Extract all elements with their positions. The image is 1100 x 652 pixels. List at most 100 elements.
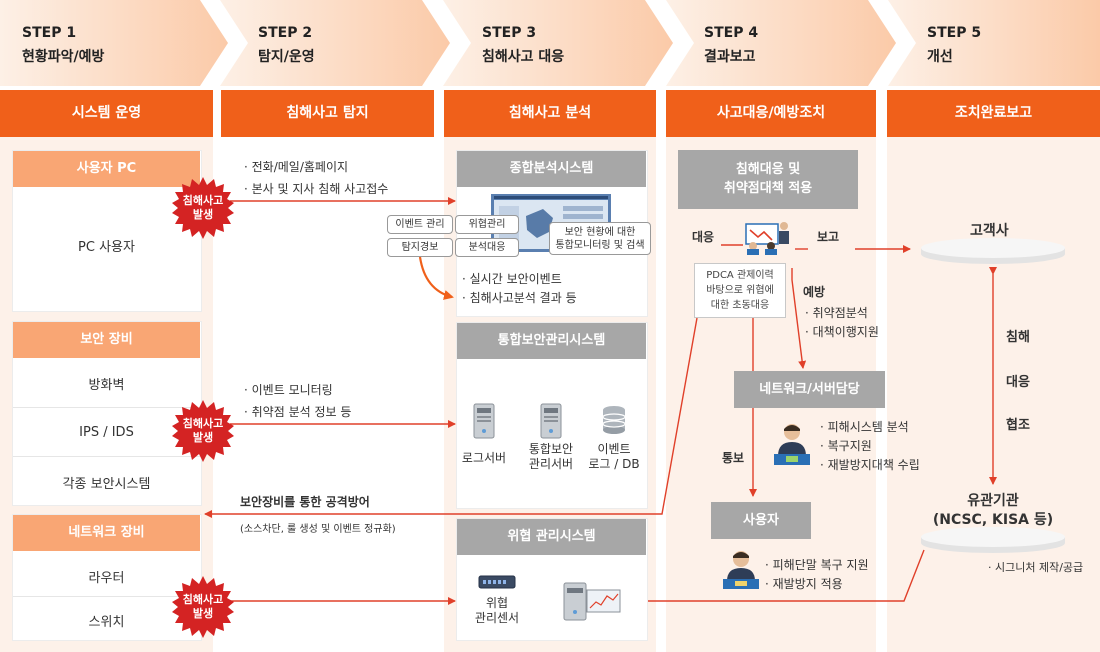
detect-item: · 전화/메일/홈페이지 (244, 160, 349, 174)
network-manager-person-icon (774, 424, 810, 465)
callout-line: 보안 현황에 대한 (564, 227, 636, 238)
label-line: 관리센서 (474, 611, 520, 625)
step-title: 개선 (927, 49, 953, 65)
analysis-bullet: · 실시간 보안이벤트 (462, 272, 562, 286)
agency-platform-icon (921, 527, 1065, 553)
pc-user-label: PC 사용자 (78, 240, 135, 255)
detect-item: · 취약점 분석 정보 등 (244, 405, 352, 419)
user-task-item: · 피해단말 복구 지원 (765, 558, 869, 572)
security-equipment-header: 보안 장비 (13, 322, 200, 358)
report-label: 보고 (817, 230, 840, 244)
step-title: 현황파악/예방 (22, 49, 105, 65)
response-measures-header: 침해대응 및 취약점대책 적용 (678, 150, 858, 209)
column-header-report: 조치완료보고 (887, 90, 1100, 137)
label-line: 위협 (485, 596, 509, 610)
step-title: 탐지/운영 (258, 49, 315, 65)
integrated-analysis-header: 종합분석시스템 (457, 151, 646, 187)
badge-line: 발생 (192, 431, 214, 444)
cooperation-label: 침해 (1006, 330, 1030, 345)
step-2-chevron (220, 0, 450, 86)
monitoring-callout: 보안 현황에 대한 통합모니터링 및 검색 (549, 222, 651, 255)
arrow-prevent (791, 268, 807, 369)
switch-label: 스위치 (88, 615, 125, 630)
arrow-curve-orange (418, 256, 454, 300)
tag-event-management: 이벤트 관리 (387, 215, 453, 234)
column-header-analysis: 침해사고 분석 (444, 90, 656, 137)
network-task-item: · 재발방지대책 수립 (820, 458, 920, 472)
note-line: PDCA 관제이력 (706, 270, 774, 281)
note-line: 대한 초동대응 (710, 300, 770, 311)
step-banner (0, 0, 1100, 86)
prevent-label: 예방 (803, 285, 826, 299)
note-line: 바탕으로 위협에 (706, 285, 774, 296)
header-line: 취약점대책 적용 (723, 181, 813, 196)
divider (13, 456, 200, 457)
tag-analysis-response: 분석대응 (455, 238, 519, 257)
step-title: 결과보고 (704, 49, 756, 65)
analysis-bullet: · 침해사고분석 결과 등 (462, 291, 577, 305)
step-number: STEP 2 (258, 25, 313, 41)
column-header-system: 시스템 운영 (0, 90, 213, 137)
arrow-signature-supply (621, 549, 925, 605)
step-2: STEP 2 탐지/운영 (236, 0, 436, 86)
badge-line: 침해사고 (182, 194, 224, 207)
log-server-icon (473, 403, 495, 439)
column-header-response: 사고대응/예방조치 (666, 90, 876, 137)
user-pc-header: 사용자 PC (13, 151, 200, 187)
firewall-label: 방화벽 (88, 378, 125, 393)
router-label: 라우터 (88, 571, 125, 586)
badge-line: 발생 (192, 607, 214, 620)
badge-line: 발생 (192, 208, 214, 221)
customer-label: 고객사 (970, 223, 1009, 239)
threat-sensor-icon (478, 575, 516, 589)
signature-label: · 시그니처 제작/공급 (988, 561, 1084, 574)
step-number: STEP 4 (704, 25, 759, 41)
security-management-header: 통합보안관리시스템 (457, 323, 646, 359)
divider (13, 596, 200, 597)
step-1-chevron (0, 0, 228, 86)
label-line: 로그 / DB (588, 457, 640, 471)
database-icon (602, 406, 626, 434)
step-3: STEP 3 침해사고 대응 (460, 0, 660, 86)
step-4: STEP 4 결과보고 (682, 0, 882, 86)
defense-subtitle: (소스차단, 룰 생성 및 이벤트 정규화) (240, 524, 396, 535)
network-task-item: · 복구지원 (820, 439, 872, 453)
cooperation-label: 협조 (1006, 418, 1030, 433)
badge-line: 침해사고 (182, 593, 224, 606)
label-line: 통합보안 (528, 442, 574, 456)
label-line: 이벤트 (597, 442, 631, 456)
step-number: STEP 3 (482, 25, 537, 41)
network-equipment-header: 네트워크 장비 (13, 515, 200, 551)
step-title: 침해사고 대응 (482, 49, 565, 65)
respond-label: 대응 (692, 230, 715, 244)
agency-line: (NCSC, KISA 등) (932, 512, 1054, 528)
agency-line: 유관기관 (967, 493, 1019, 509)
agency-label: 유관기관 (NCSC, KISA 등) (920, 492, 1066, 530)
threat-management-header: 위협 관리시스템 (457, 519, 646, 555)
tag-detection-alert: 탐지경보 (387, 238, 453, 257)
prevent-item: · 대책이행지원 (805, 325, 879, 339)
step-number: STEP 5 (927, 25, 982, 41)
arrow-attack-defense (204, 317, 698, 518)
customer-platform-icon (921, 238, 1065, 264)
step-5-chevron (888, 0, 1100, 86)
divider (13, 407, 200, 408)
column-header-detection: 침해사고 탐지 (221, 90, 434, 137)
pdca-note: PDCA 관제이력 바탕으로 위협에 대한 초동대응 (694, 263, 786, 318)
response-team-icon (745, 222, 789, 255)
user-person-icon (723, 551, 759, 589)
tag-threat-management: 위협관리 (455, 215, 519, 234)
user-task-item: · 재발방지 적용 (765, 577, 843, 591)
label-line: 관리서버 (528, 457, 574, 471)
step-4-chevron (666, 0, 896, 86)
step-number: STEP 1 (22, 25, 77, 41)
detect-item: · 본사 및 지사 침해 사고접수 (244, 182, 389, 196)
network-server-manager-header: 네트워크/서버담당 (734, 371, 885, 408)
threat-server-with-monitor-icon (563, 582, 621, 621)
prevent-item: · 취약점분석 (805, 306, 868, 320)
